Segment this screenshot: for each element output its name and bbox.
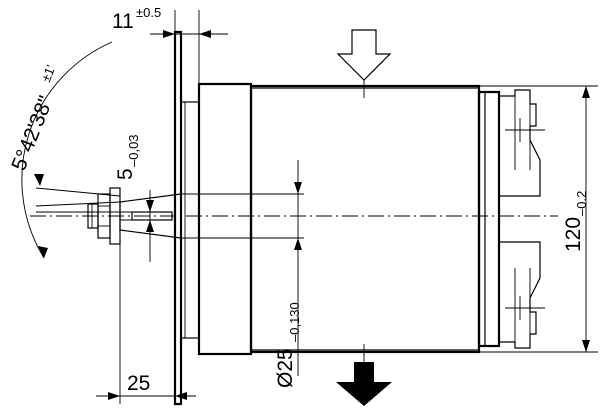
dim-body-height: 120 –0.2 xyxy=(479,85,598,353)
inlet-arrow-icon xyxy=(336,29,392,98)
dim-cone-angle-tol: ±1' xyxy=(38,63,58,84)
pump-body xyxy=(197,82,501,356)
dim-shaft-diameter-tol: –0,130 xyxy=(287,302,302,342)
dim-body-height-tol: –0.2 xyxy=(574,191,589,216)
dim-body-height-value: 120 xyxy=(562,217,585,252)
dim-shaft-diameter: Ø25 –0,130 xyxy=(181,160,304,388)
dim-key-width-tol: –0,03 xyxy=(126,134,141,167)
dim-key-width: 5 –0,03 xyxy=(36,134,154,262)
dim-flange-offset: 11 ±0.5 xyxy=(112,5,228,84)
dim-flange-offset-value: 11 xyxy=(112,10,134,33)
mounting-flange xyxy=(173,30,200,406)
dim-shaft-diameter-value: Ø25 xyxy=(274,348,297,388)
dim-flange-offset-tol: ±0.5 xyxy=(136,5,161,20)
rear-fitting-bottom xyxy=(499,241,545,349)
rear-fitting-top xyxy=(499,89,545,197)
dim-cone-angle-value: 5°42'38" xyxy=(7,93,58,174)
outlet-arrow-icon xyxy=(336,344,392,406)
dim-shaft-length-value: 25 xyxy=(127,372,150,395)
dim-shaft-length: 25 xyxy=(96,244,196,404)
drive-shaft xyxy=(87,187,182,245)
dim-key-width-value: 5 xyxy=(114,168,137,180)
